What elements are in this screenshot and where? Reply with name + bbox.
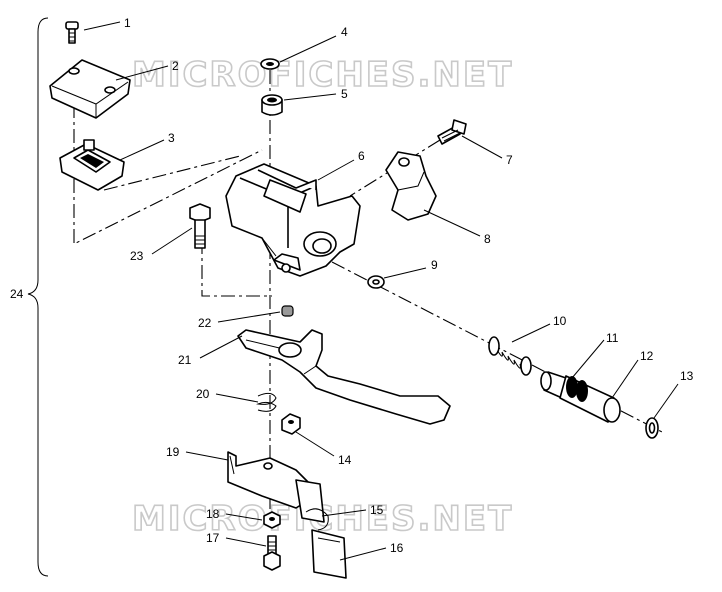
assembly-brace: [27, 17, 49, 577]
part-master-cylinder-6: [225, 163, 361, 277]
leader-13: [653, 383, 679, 419]
callout-7: 7: [506, 153, 513, 167]
part-seal-4: [260, 58, 280, 70]
callout-21: 21: [178, 353, 192, 367]
callout-23: 23: [130, 249, 144, 263]
callout-2: 2: [172, 59, 179, 73]
leader-9: [383, 267, 427, 279]
part-clamp-8: [385, 151, 437, 221]
part-nut-14: [281, 413, 301, 435]
callout-24: 24: [10, 287, 24, 301]
callout-10: 10: [553, 314, 567, 328]
part-bushing-5: [261, 94, 283, 116]
callout-17: 17: [206, 531, 220, 545]
part-clamp-bolt-7: [437, 119, 467, 145]
leader-7: [461, 135, 503, 159]
leader-23: [151, 227, 193, 255]
watermark-top: MICROFICHES.NET: [132, 55, 513, 95]
alignment-line-reservoir: [73, 104, 263, 245]
leader-4: [279, 35, 337, 63]
part-sleeve-22: [281, 305, 294, 317]
callout-6: 6: [358, 149, 365, 163]
leader-15: [321, 509, 367, 517]
part-switch-15: [295, 479, 329, 531]
part-screw-17: [263, 535, 281, 571]
leader-5: [283, 93, 337, 101]
callout-4: 4: [341, 25, 348, 39]
leader-12: [611, 359, 639, 399]
leader-10: [511, 323, 551, 343]
part-spring-10: [488, 336, 532, 376]
part-switch-cover-16: [311, 529, 347, 579]
leader-3: [119, 139, 165, 161]
part-brake-lever-21: [237, 329, 451, 425]
leader-2: [115, 65, 169, 81]
callout-22: 22: [198, 316, 212, 330]
part-washer-9: [367, 275, 385, 289]
callout-13: 13: [680, 369, 694, 383]
alignment-line-reservoir-b: [103, 155, 241, 191]
part-reservoir-cover-2: [49, 59, 131, 119]
part-pivot-bolt-23: [189, 203, 211, 249]
alignment-line-bolt: [201, 240, 272, 297]
part-snap-ring-13: [645, 417, 659, 439]
part-nut-18: [263, 511, 281, 529]
callout-14: 14: [338, 453, 352, 467]
leader-18: [225, 513, 263, 521]
leader-1: [83, 21, 121, 31]
leader-11: [571, 339, 605, 379]
callout-20: 20: [196, 387, 210, 401]
leader-17: [225, 537, 267, 547]
callout-3: 3: [168, 131, 175, 145]
part-diaphragm-3: [59, 139, 125, 191]
callout-9: 9: [431, 258, 438, 272]
callout-16: 16: [390, 541, 404, 555]
leader-21: [199, 335, 243, 359]
part-piston-cup-12: [559, 375, 621, 423]
part-screw-1: [65, 21, 79, 44]
leader-6: [317, 159, 355, 181]
part-lever-spring-20: [256, 392, 277, 412]
leader-14: [295, 431, 335, 457]
callout-15: 15: [370, 503, 384, 517]
callout-19: 19: [166, 445, 180, 459]
leader-20: [215, 393, 259, 403]
callout-12: 12: [640, 349, 654, 363]
leader-16: [339, 547, 387, 561]
leader-8: [423, 209, 481, 237]
callout-8: 8: [484, 232, 491, 246]
callout-18: 18: [206, 507, 220, 521]
callout-5: 5: [341, 87, 348, 101]
callout-1: 1: [124, 16, 131, 30]
callout-11: 11: [606, 331, 619, 345]
leader-22: [217, 311, 281, 323]
leader-19: [185, 451, 229, 461]
